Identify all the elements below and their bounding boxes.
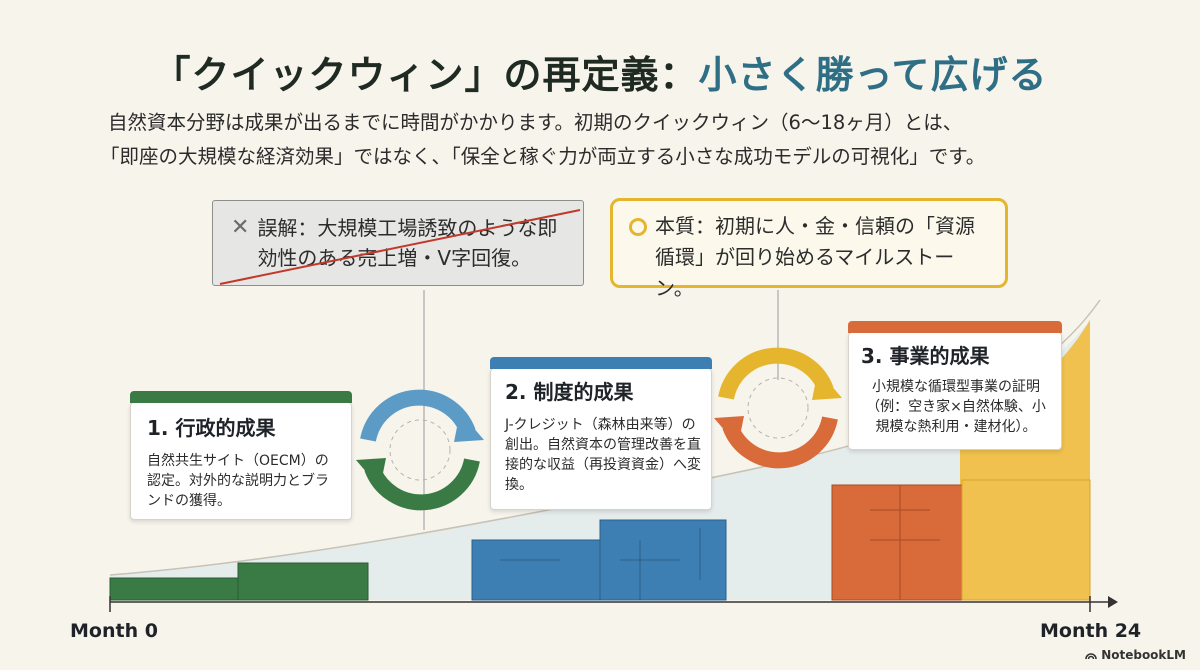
orange-block-lines xyxy=(870,485,940,600)
x-icon: ✕ xyxy=(231,215,250,240)
page-title: 「クイックウィン」の再定義：小さく勝って広げる xyxy=(0,44,1200,99)
essence-line-2: 循環」が回り始めるマイルストーン。 xyxy=(655,245,955,300)
stage-bar-1 xyxy=(130,391,352,403)
cycle-icon-2 xyxy=(714,347,842,469)
stage-title-1: 1. 行政的成果 xyxy=(147,416,276,440)
stage-card-2: 2. 制度的成果 J-クレジット（森林由来等）の創出。自然資本の管理改善を直接的… xyxy=(490,357,712,510)
stage-title-3: 3. 事業的成果 xyxy=(861,344,990,368)
stage-card-3: 3. 事業的成果 小規模な循環型事業の証明（例：空き家×自然体験、小規模な熱利用… xyxy=(848,321,1062,450)
lead-line-1: 自然資本分野は成果が出るまでに時間がかかります。初期のクイックウィン（6〜18ヶ… xyxy=(108,111,963,134)
stage-body-3: 小規模な循環型事業の証明（例：空き家×自然体験、小規模な熱利用・建材化）。 xyxy=(866,379,1046,435)
essence-box: 本質：初期に人・金・信頼の「資源 循環」が回り始めるマイルストーン。 xyxy=(610,198,1008,300)
notebooklm-logo: NotebookLM xyxy=(1085,648,1186,662)
yellow-block xyxy=(961,479,1091,601)
stage-bar-3 xyxy=(848,321,1062,333)
blue-block-lines xyxy=(500,528,701,600)
axis-end-label: Month 24 xyxy=(1040,620,1142,642)
blue-block-1 xyxy=(471,539,605,601)
circle-icon xyxy=(629,218,647,236)
misconception-box: ✕ 誤解：大規模工場誘致のような即 効性のある売上増・V字回復。 xyxy=(212,200,584,286)
stage-body-1: 自然共生サイト（OECM）の認定。対外的な説明力とブランドの獲得。 xyxy=(147,453,329,509)
cycle-icon-1 xyxy=(356,389,484,511)
stage-card-1: 1. 行政的成果 自然共生サイト（OECM）の認定。対外的な説明力とブランドの獲… xyxy=(130,391,352,520)
green-block-1 xyxy=(109,577,243,601)
title-part-2: 小さく勝って広げる xyxy=(698,53,1048,97)
lead-line-2: 「即座の大規模な経済効果」ではなく、「保全と稼ぐ力が両立する小さな成功モデルの可… xyxy=(100,145,986,168)
lead-text: 自然資本分野は成果が出るまでに時間がかかります。初期のクイックウィン（6〜18ヶ… xyxy=(100,106,1108,174)
strikethrough-line xyxy=(219,208,580,285)
axis-arrow-icon xyxy=(1108,596,1118,608)
logo-text: NotebookLM xyxy=(1101,648,1186,662)
stage-bar-2 xyxy=(490,357,712,369)
misconception-line-1: 誤解：大規模工場誘致のような即 xyxy=(257,216,558,240)
title-part-1: 「クイックウィン」の再定義： xyxy=(152,53,699,97)
stage-title-2: 2. 制度的成果 xyxy=(505,380,634,404)
axis-start-label: Month 0 xyxy=(70,620,158,642)
orange-block xyxy=(831,484,963,601)
stage-body-2: J-クレジット（森林由来等）の創出。自然資本の管理改善を直接的な収益（再投資資金… xyxy=(505,417,701,493)
notebooklm-icon xyxy=(1085,652,1097,659)
green-block-2 xyxy=(237,562,369,601)
essence-line-1: 本質：初期に人・金・信頼の「資源 xyxy=(655,214,975,238)
